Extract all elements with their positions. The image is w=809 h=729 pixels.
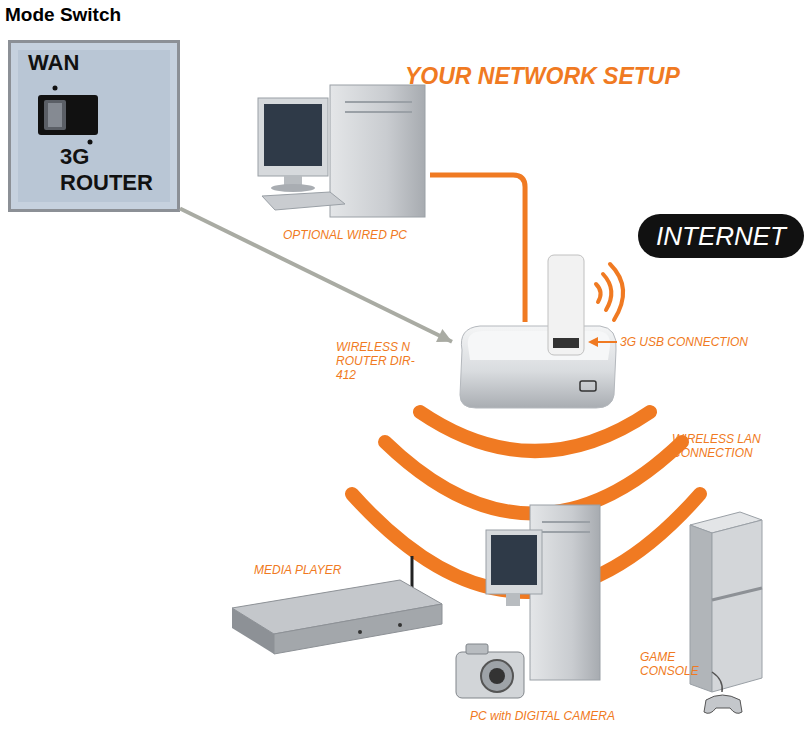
indicator-dot <box>53 86 58 91</box>
leader-line <box>596 341 617 343</box>
camera-body <box>456 652 524 698</box>
camera-top <box>466 644 488 654</box>
monitor-stand <box>506 594 520 606</box>
switch-position: WAN <box>28 50 118 76</box>
player-side <box>232 608 274 654</box>
signal-wave <box>596 284 601 302</box>
keyboard <box>262 192 345 210</box>
router-top <box>468 331 610 360</box>
controller-cable <box>712 672 722 692</box>
monitor-base <box>271 184 315 192</box>
switch-body <box>38 95 98 135</box>
monitor-screen <box>264 104 322 166</box>
switch-slider-face <box>48 103 62 127</box>
internet-pill: INTERNET <box>638 214 804 258</box>
inset-panel <box>10 42 179 211</box>
media-player: MEDIA PLAYER <box>228 555 448 657</box>
wired-pc: OPTIONAL WIRED PC <box>250 85 430 250</box>
pc-with-camera: PC with DIGITAL CAMERA <box>452 503 632 725</box>
drive-slot <box>542 531 590 533</box>
ethernet-cable <box>430 175 525 322</box>
console-stripe <box>712 588 762 600</box>
internet-label: INTERNET <box>638 221 804 251</box>
router: WIRELESS N ROUTER DIR-412 <box>452 322 618 408</box>
wireless-wave <box>352 494 700 592</box>
game-console: GAME CONSOLE <box>636 512 766 717</box>
wireless-wave <box>385 442 682 514</box>
camera-lens <box>481 660 513 692</box>
drive-slot <box>542 521 590 523</box>
connection-label: 3G USB CONNECTION <box>620 335 780 349</box>
mode-switch-inset: Mode SwitchWAN3G ROUTER <box>8 40 180 212</box>
wireless-wave <box>420 412 650 451</box>
camera-lens-glass <box>489 668 505 684</box>
player-led <box>358 630 362 634</box>
usb-dongle <box>548 255 584 355</box>
connection-label: WIRELESS LAN CONNECTION <box>672 432 772 460</box>
router-button <box>580 381 596 391</box>
switch-plate <box>18 50 170 202</box>
device-label: WIRELESS N ROUTER DIR-412 <box>336 340 416 382</box>
switch-slider <box>44 100 66 130</box>
monitor-screen <box>491 535 537 585</box>
monitor-bezel <box>258 98 328 176</box>
drive-slot <box>345 101 412 103</box>
player-front <box>274 604 442 654</box>
inset-heading: Mode Switch <box>5 4 175 26</box>
leader-head <box>588 337 598 347</box>
signal-wave <box>610 264 623 320</box>
pointer-arrow <box>180 209 452 342</box>
player-led <box>398 623 402 627</box>
drive-slot <box>345 111 412 113</box>
pc-tower <box>330 85 425 217</box>
controller <box>704 695 742 713</box>
diagram-title: YOUR NETWORK SETUP <box>405 62 725 90</box>
signal-wave <box>603 274 611 310</box>
indicator-dot <box>88 140 93 145</box>
device-label: PC with DIGITAL CAMERA <box>470 709 640 723</box>
router-body <box>460 326 616 408</box>
arrow-head <box>436 329 452 342</box>
switch-position: 3G ROUTER <box>60 144 160 196</box>
device-label: MEDIA PLAYER <box>254 563 374 577</box>
device-label: OPTIONAL WIRED PC <box>283 228 423 242</box>
monitor-bezel <box>486 530 542 594</box>
console-front <box>712 520 762 692</box>
device-label: GAME CONSOLE <box>640 650 700 678</box>
usb-port <box>553 338 579 348</box>
